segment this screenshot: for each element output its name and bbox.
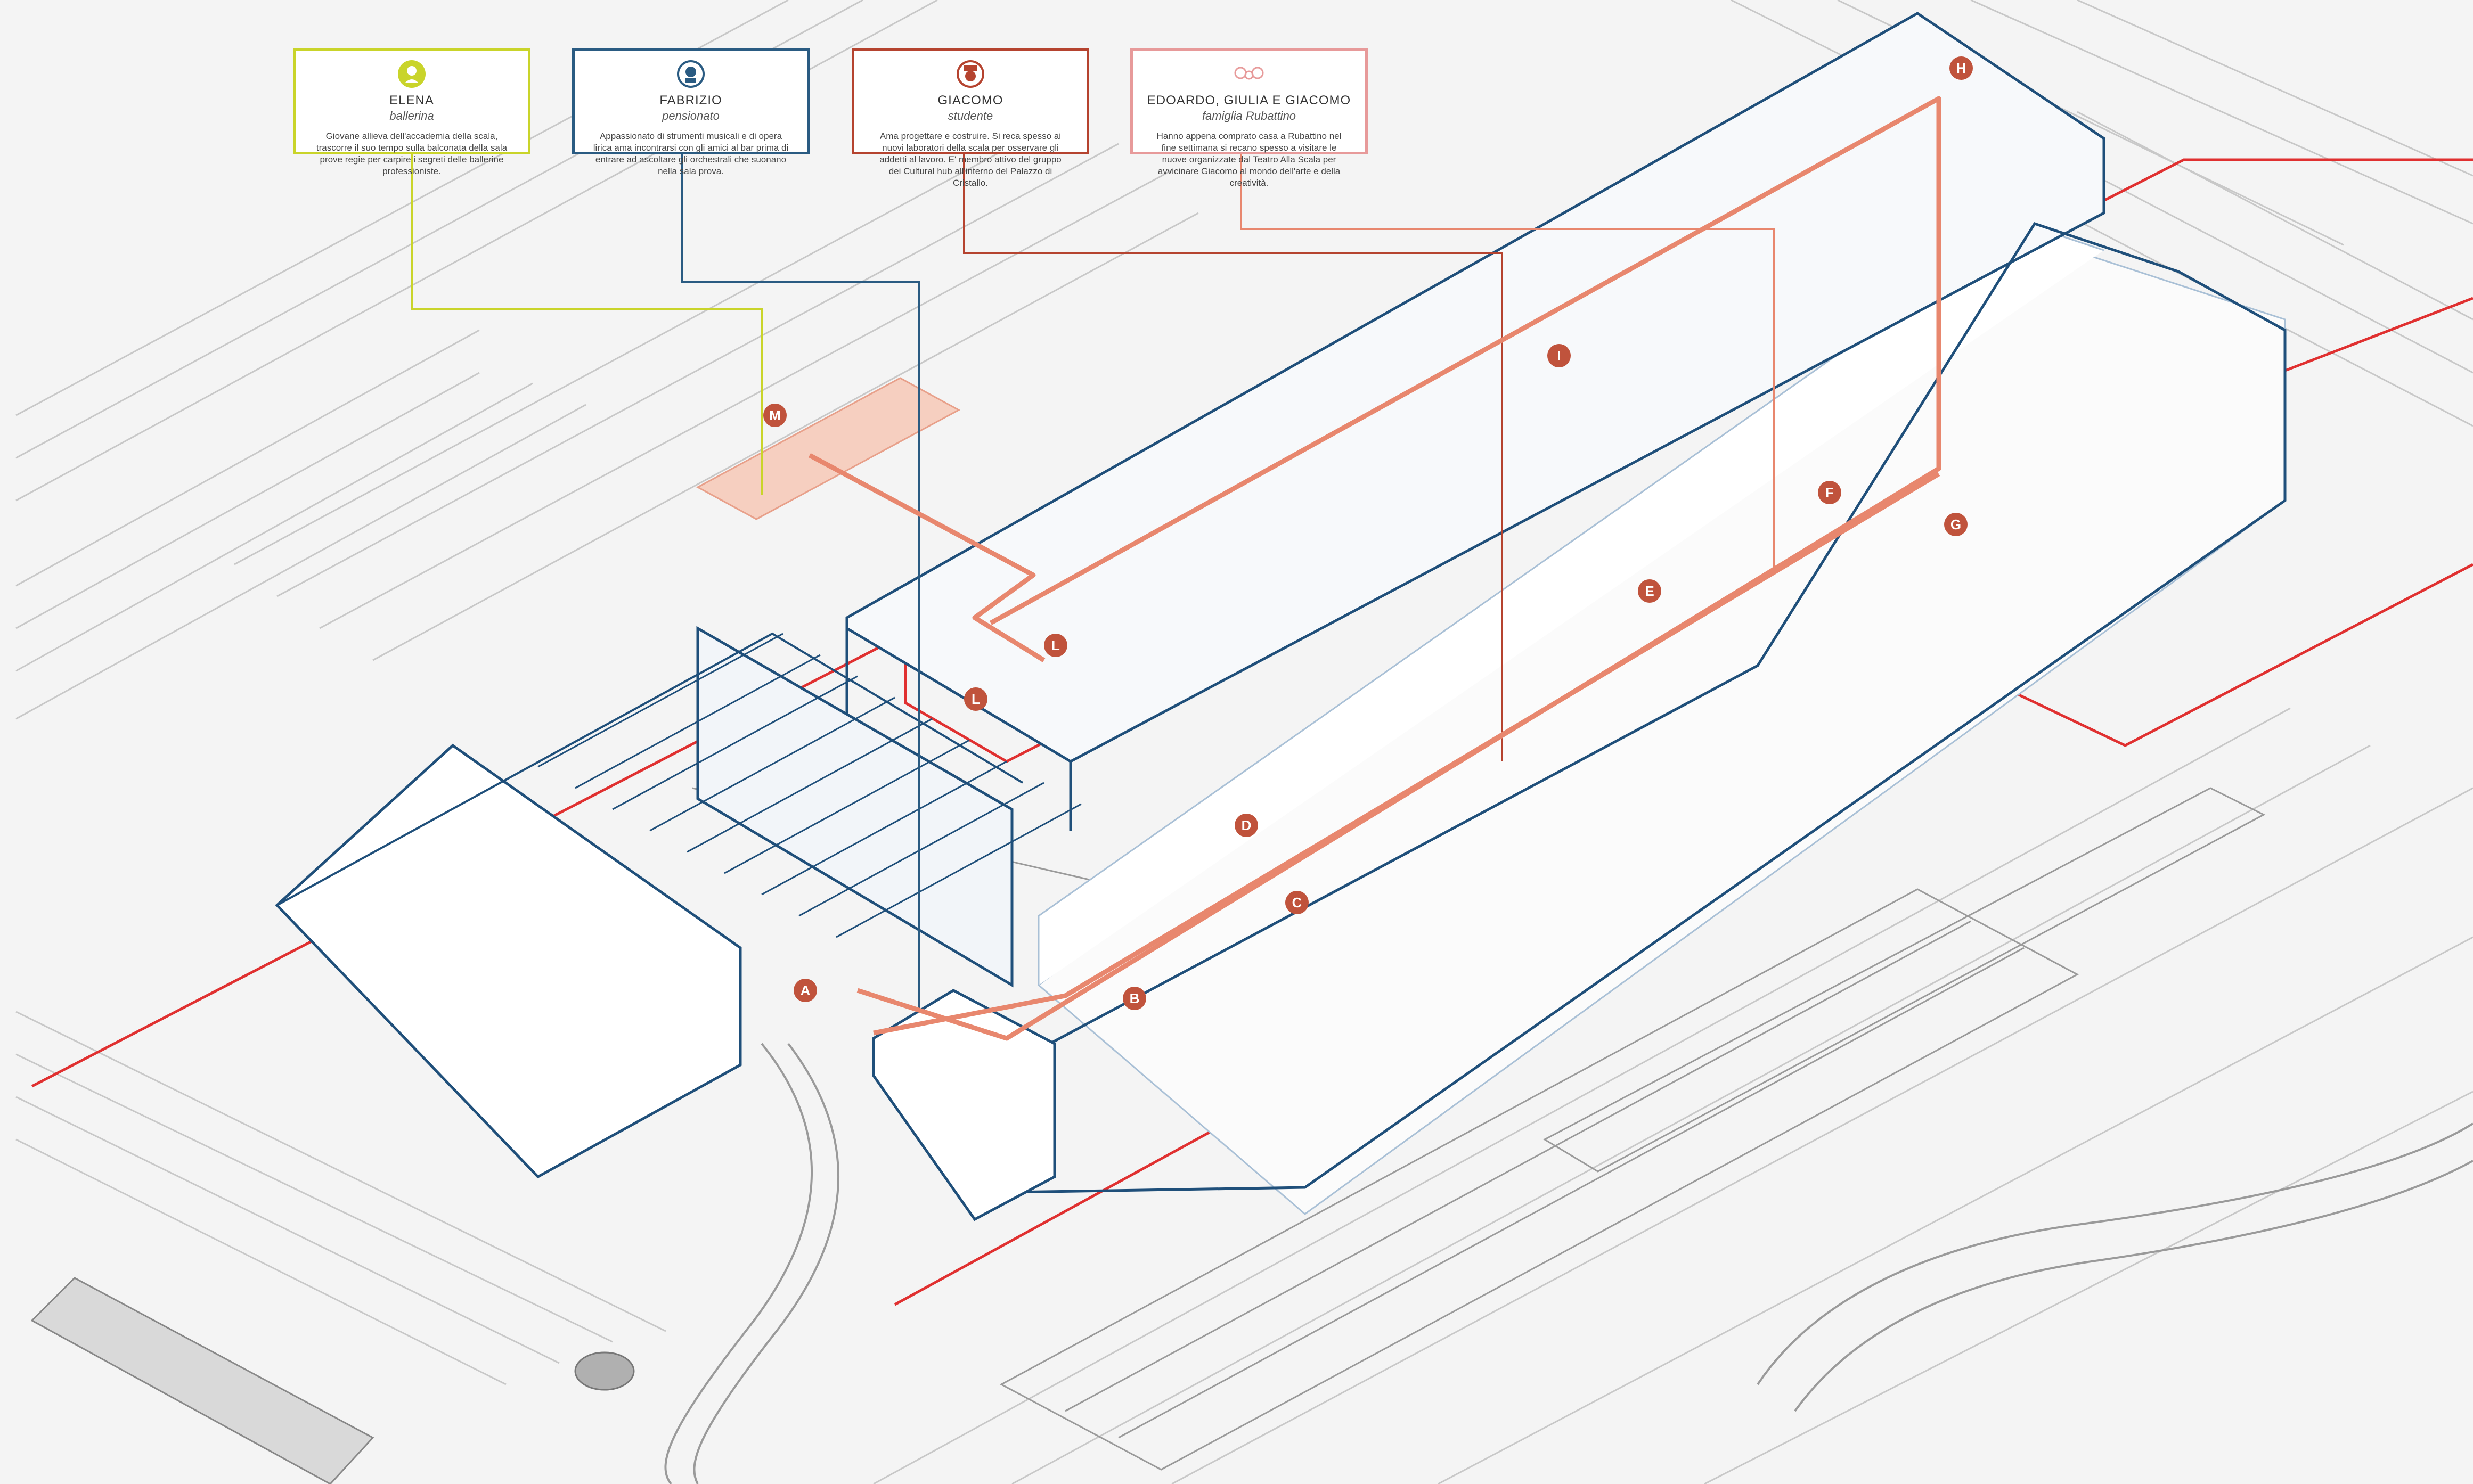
student-avatar-icon — [957, 60, 984, 88]
hatched-area — [30, 1277, 374, 1484]
marker-E: E — [1638, 579, 1661, 603]
marker-M: M — [763, 404, 787, 427]
persona-role: ballerina — [389, 109, 434, 122]
persona-role: famiglia Rubattino — [1202, 109, 1296, 122]
route-markers: A B C D E F G H I L L M — [763, 56, 1973, 1010]
marker-D: D — [1235, 814, 1258, 837]
persona-role: pensionato — [662, 109, 720, 122]
persona-description: Ama progettare e costruire. Si reca spes… — [879, 131, 1062, 188]
svg-text:B: B — [1130, 990, 1140, 1006]
marker-H: H — [1949, 56, 1973, 80]
svg-text:M: M — [769, 407, 781, 423]
svg-text:A: A — [801, 982, 811, 998]
persona-card-elena: ELENA ballerina Giovane allieva dell'acc… — [293, 48, 530, 176]
roundabout — [574, 1351, 635, 1391]
persona-role: studente — [948, 109, 993, 122]
svg-text:E: E — [1645, 583, 1654, 599]
persona-card-giacomo: GIACOMO studente Ama progettare e costru… — [852, 48, 1089, 188]
left-block — [275, 626, 1014, 1179]
marker-I: I — [1547, 344, 1571, 367]
svg-text:C: C — [1292, 895, 1302, 911]
persona-description: Appassionato di strumenti musicali e di … — [593, 131, 789, 176]
roof-trusses — [537, 633, 1082, 938]
leader-lines — [411, 154, 1775, 1012]
svg-text:H: H — [1956, 60, 1966, 76]
persona-name: ELENA — [389, 93, 434, 108]
marker-L-lower: L — [964, 687, 987, 711]
floating-slab — [696, 377, 961, 520]
persona-name: EDOARDO, GIULIA E GIACOMO — [1147, 93, 1351, 108]
annex — [872, 989, 1056, 1221]
svg-text:G: G — [1950, 516, 1961, 532]
curved-road — [664, 1043, 2473, 1484]
persona-name: GIACOMO — [937, 93, 1003, 108]
marker-G: G — [1944, 513, 1968, 536]
marker-A: A — [794, 979, 817, 1002]
persona-card-famiglia-rubattino: EDOARDO, GIULIA E GIACOMO famiglia Rubat… — [1130, 48, 1368, 188]
svg-text:L: L — [1051, 637, 1060, 653]
hall-outline — [978, 222, 2287, 1194]
persona-description: Hanno appena comprato casa a Rubattino n… — [1156, 131, 1342, 188]
svg-text:F: F — [1825, 485, 1834, 501]
marker-B: B — [1123, 987, 1146, 1010]
persona-card-fabrizio: FABRIZIO pensionato Appassionato di stru… — [572, 48, 810, 176]
context-linework — [15, 0, 2473, 1484]
marker-F: F — [1818, 481, 1841, 504]
persona-name: FABRIZIO — [659, 93, 722, 108]
visitor-path — [808, 96, 1941, 1041]
pensioner-avatar-icon — [677, 60, 705, 88]
svg-text:D: D — [1242, 817, 1252, 833]
family-avatar-icon — [1234, 67, 1264, 80]
marker-L-upper: L — [1044, 634, 1067, 657]
svg-text:I: I — [1557, 348, 1561, 364]
left-block-frame — [276, 632, 1024, 1065]
svg-text:L: L — [972, 691, 980, 707]
marker-C: C — [1285, 891, 1309, 914]
persona-description: Giovane allieva dell'accademia della sca… — [316, 131, 508, 176]
ballerina-avatar-icon — [398, 60, 426, 88]
